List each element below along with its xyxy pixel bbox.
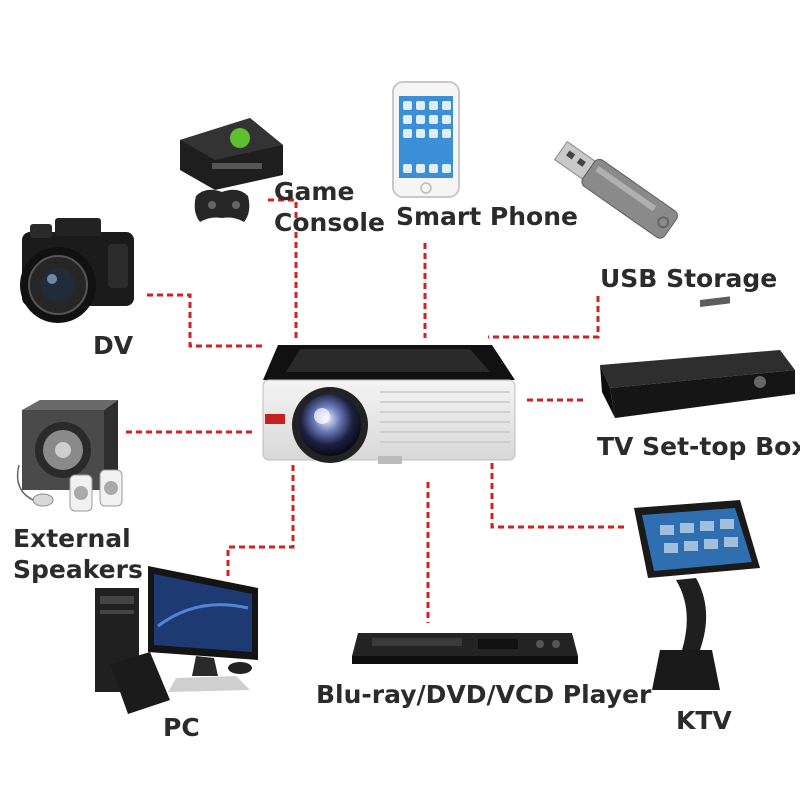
connector-dv bbox=[147, 293, 262, 348]
label-dv: DV bbox=[93, 331, 133, 361]
connector-pc bbox=[226, 465, 295, 580]
label-external-speakers-line-1: External bbox=[13, 524, 131, 553]
connector-ktv bbox=[490, 463, 628, 529]
label-external-speakers-line-2: Speakers bbox=[13, 555, 143, 584]
label-dv-line-1: DV bbox=[93, 331, 134, 360]
label-tv-set-top-box-line-1: TV Set-top Box bbox=[597, 432, 800, 461]
label-player: Blu-ray/DVD/VCD Player bbox=[316, 680, 651, 710]
label-usb-storage-line-1: USB Storage bbox=[600, 264, 778, 293]
label-ktv-line-1: KTV bbox=[676, 706, 732, 735]
label-smart-phone-line-1: Smart Phone bbox=[396, 202, 578, 231]
label-player-line-1: Blu-ray/DVD/VCD Player bbox=[316, 680, 652, 709]
label-pc-line-1: PC bbox=[163, 713, 200, 742]
label-ktv: KTV bbox=[676, 706, 732, 736]
label-game-console-line-2: Console bbox=[274, 208, 385, 237]
label-smart-phone: Smart Phone bbox=[396, 202, 578, 232]
label-game-console: Game Console bbox=[274, 176, 385, 238]
label-usb-storage: USB Storage bbox=[600, 264, 777, 294]
label-pc: PC bbox=[163, 713, 200, 743]
label-tv-set-top-box: TV Set-top Box bbox=[597, 432, 800, 462]
label-game-console-line-1: Game bbox=[274, 177, 355, 206]
label-external-speakers: External Speakers bbox=[13, 523, 143, 585]
connector-game-console bbox=[268, 198, 298, 338]
connector-usb-storage bbox=[488, 296, 600, 339]
